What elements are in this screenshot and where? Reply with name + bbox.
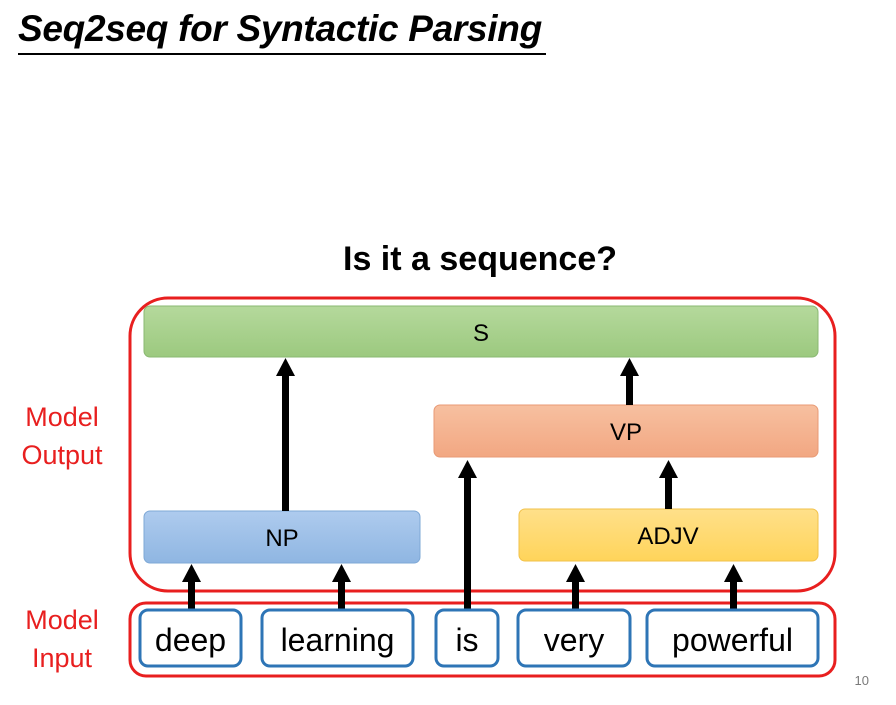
arrow-powerful-to-adjv <box>724 564 743 610</box>
arrow-np-to-s <box>276 358 295 511</box>
model-output-frame <box>128 296 837 593</box>
node-s-label: S <box>473 320 489 347</box>
model-output-label-line2: Output <box>21 440 103 470</box>
model-input-label-line2: Input <box>31 643 93 673</box>
model-output-label: Model Output <box>7 398 117 474</box>
word-learning-text: learning <box>281 622 395 658</box>
model-output-label-line1: Model <box>25 402 99 432</box>
arrow-is-to-vp <box>458 460 477 610</box>
word-is-text: is <box>455 622 478 658</box>
slide-title: Seq2seq for Syntactic Parsing <box>18 8 542 49</box>
arrow-adjv-to-vp <box>659 460 678 509</box>
node-s: S <box>143 305 819 358</box>
word-deep-text: deep <box>155 622 226 658</box>
node-adjv-label: ADJV <box>637 523 698 550</box>
arrow-very-to-adjv <box>566 564 585 610</box>
node-vp: VP <box>433 404 819 458</box>
arrow-vp-to-s <box>620 358 639 405</box>
word-very: very <box>516 608 632 668</box>
word-powerful: powerful <box>645 608 820 668</box>
arrow-learning-to-np <box>332 564 351 610</box>
model-input-frame <box>128 601 837 678</box>
model-input-label: Model Input <box>7 601 117 677</box>
question-heading: Is it a sequence? <box>343 240 617 278</box>
title-underline <box>18 53 546 55</box>
word-learning: learning <box>260 608 415 668</box>
model-input-label-line1: Model <box>25 605 99 635</box>
node-np: NP <box>143 510 421 564</box>
word-very-text: very <box>544 622 604 658</box>
node-vp-label: VP <box>610 419 642 446</box>
arrow-deep-to-np <box>182 564 201 610</box>
node-adjv: ADJV <box>518 508 819 562</box>
page-number: 10 <box>854 673 869 688</box>
word-powerful-text: powerful <box>672 622 793 658</box>
word-is: is <box>434 608 500 668</box>
word-deep: deep <box>138 608 243 668</box>
node-np-label: NP <box>265 525 298 552</box>
